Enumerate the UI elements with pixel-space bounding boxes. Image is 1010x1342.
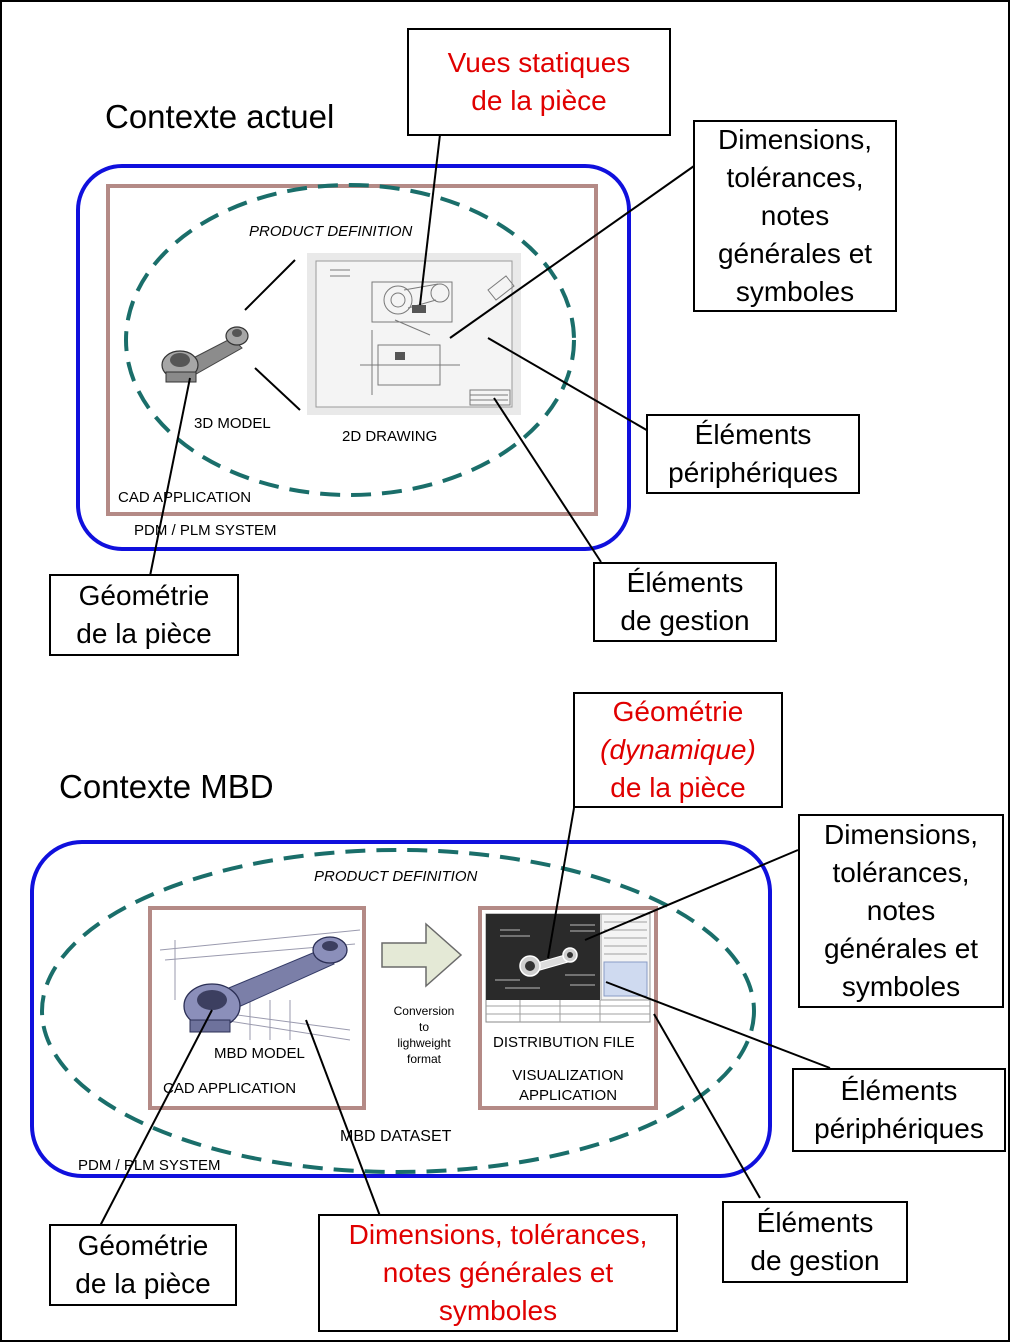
- bottom-pdm-plm-label: PDM / PLM SYSTEM: [78, 1157, 221, 1174]
- top-callout-peripheral: Éléments périphériques: [646, 414, 860, 494]
- bottom-leader-geo-dyn: [547, 807, 575, 959]
- visualization-line: APPLICATION: [518, 1087, 618, 1104]
- callout-line: notes: [760, 200, 830, 231]
- top-leader-gest: [493, 397, 602, 563]
- conversion-line: lighweight: [397, 1036, 451, 1050]
- callout-line: notes générales et: [382, 1257, 614, 1288]
- bottom-mbd-dataset-label: MBD DATASET: [340, 1128, 452, 1145]
- top-2d-drawing-label: 2D DRAWING: [342, 428, 438, 445]
- callout-line: de la pièce: [610, 772, 746, 803]
- bottom-cad-application-label: CAD APPLICATION: [163, 1080, 297, 1097]
- top-product-ellipse: [124, 183, 576, 497]
- callout-line: Dimensions,: [823, 819, 979, 850]
- callout-line: Éléments: [694, 419, 812, 450]
- conversion-arrow: [381, 922, 463, 988]
- bottom-mbd-model-image: [159, 929, 361, 1041]
- bottom-pdm-box: [30, 840, 772, 1178]
- top-cad-application-label: CAD APPLICATION: [118, 489, 252, 506]
- bottom-callout-dynamic-geometry: Géométrie (dynamique) de la pièce: [573, 692, 783, 808]
- callout-line: notes: [866, 895, 936, 926]
- callout-line: périphériques: [814, 1113, 984, 1144]
- bottom-section-title: Contexte MBD: [59, 768, 274, 805]
- callout-line: symboles: [735, 276, 855, 307]
- visualization-line: VISUALIZATION: [512, 1067, 624, 1084]
- top-link-line-lower: [254, 367, 301, 411]
- bottom-product-ellipse: [40, 848, 756, 1174]
- bottom-leader-dims-red: [305, 1019, 381, 1217]
- top-callout-management: Éléments de gestion: [593, 562, 777, 642]
- top-pdm-plm-label: PDM / PLM SYSTEM: [134, 522, 277, 539]
- callout-line: symboles: [438, 1295, 558, 1326]
- bottom-visualization-label: VISUALIZATION APPLICATION: [480, 1066, 656, 1106]
- callout-line: de la pièce: [76, 618, 212, 649]
- callout-line: de la pièce: [471, 85, 607, 116]
- conversion-line: to: [418, 1020, 429, 1034]
- bottom-product-definition-label: PRODUCT DEFINITION: [314, 868, 478, 885]
- top-callout-geometry: Géométrie de la pièce: [49, 574, 239, 656]
- top-leader-dims: [449, 165, 695, 339]
- bottom-callout-geometry: Géométrie de la pièce: [49, 1224, 237, 1306]
- callout-line: (dynamique): [600, 734, 756, 765]
- callout-line: de gestion: [620, 605, 750, 636]
- callout-line: Géométrie: [78, 580, 210, 611]
- bottom-callout-dimensions-red: Dimensions, tolérances, notes générales …: [318, 1214, 678, 1332]
- callout-line: de la pièce: [75, 1268, 211, 1299]
- top-product-definition-label: PRODUCT DEFINITION: [249, 223, 413, 240]
- top-3d-model-label: 3D MODEL: [194, 415, 271, 432]
- bottom-callout-peripheral: Éléments périphériques: [792, 1068, 1006, 1152]
- conversion-line: Conversion: [393, 1004, 455, 1018]
- bottom-distribution-file-image: [485, 913, 651, 1023]
- callout-line: Éléments: [840, 1075, 958, 1106]
- bottom-callout-dimensions: Dimensions, tolérances, notes générales …: [798, 814, 1004, 1008]
- callout-line: Dimensions, tolérances,: [348, 1219, 648, 1250]
- bottom-callout-management: Éléments de gestion: [722, 1201, 908, 1283]
- bottom-distribution-file-label: DISTRIBUTION FILE: [493, 1034, 635, 1051]
- callout-line: Éléments: [756, 1207, 874, 1238]
- bottom-leader-geo: [99, 1009, 213, 1227]
- bottom-leader-peri: [605, 981, 831, 1069]
- callout-line: Vues statiques: [447, 47, 631, 78]
- callout-line: symboles: [841, 971, 961, 1002]
- callout-line: tolérances,: [832, 857, 970, 888]
- top-leader-geo: [149, 377, 191, 577]
- top-leader-static: [419, 125, 442, 306]
- top-link-line-upper: [244, 259, 296, 311]
- bottom-leader-gest: [653, 1013, 761, 1199]
- conversion-line: format: [406, 1052, 441, 1066]
- top-callout-static-views: Vues statiques de la pièce: [407, 28, 671, 136]
- top-leader-peri: [487, 337, 651, 433]
- bottom-conversion-label: Conversion to lighweight format: [384, 1003, 464, 1067]
- top-callout-dimensions: Dimensions, tolérances, notes générales …: [693, 120, 897, 312]
- top-pdm-box: [76, 164, 631, 551]
- callout-line: générales et: [717, 238, 873, 269]
- callout-line: de gestion: [750, 1245, 880, 1276]
- callout-line: tolérances,: [726, 162, 864, 193]
- callout-line: Géométrie: [612, 696, 744, 727]
- callout-line: périphériques: [668, 457, 838, 488]
- callout-line: générales et: [823, 933, 979, 964]
- callout-line: Dimensions,: [717, 124, 873, 155]
- bottom-leader-dims: [584, 849, 799, 941]
- callout-line: Géométrie: [77, 1230, 209, 1261]
- top-section-title: Contexte actuel: [105, 98, 335, 135]
- top-2d-drawing-image: [307, 253, 521, 415]
- top-3d-model-image: [160, 318, 250, 386]
- callout-line: Éléments: [626, 567, 744, 598]
- bottom-mbd-model-label: MBD MODEL: [214, 1045, 305, 1062]
